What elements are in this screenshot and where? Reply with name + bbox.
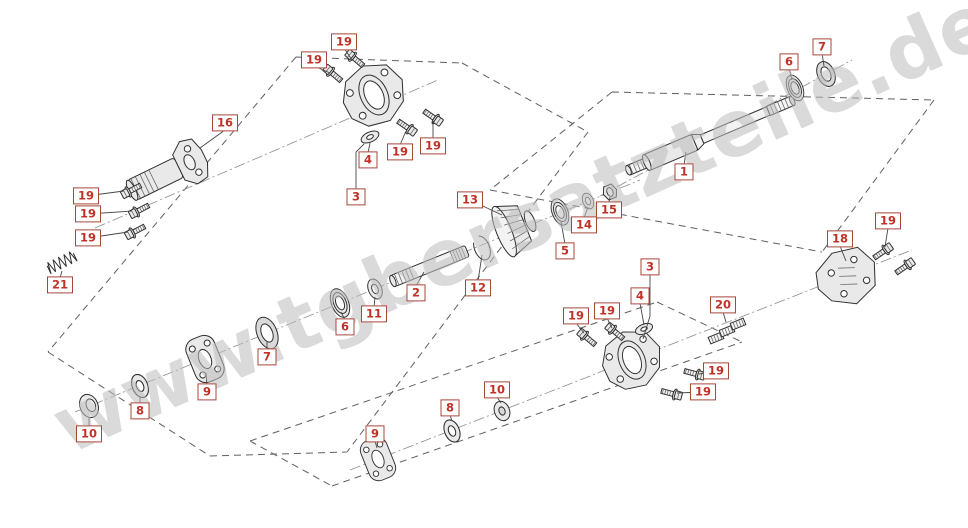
- part-label-3-25: 3: [640, 258, 660, 276]
- part-21-spring: [46, 251, 78, 275]
- part-label-7-22: 7: [257, 348, 277, 366]
- part-label-15-14: 15: [595, 201, 623, 219]
- part-label-6-3: 6: [779, 53, 799, 71]
- part-label-19-28: 19: [562, 307, 590, 325]
- part-label-18-24: 18: [826, 230, 854, 248]
- part-label-6-21: 6: [335, 318, 355, 336]
- part-label-7-2: 7: [812, 38, 832, 56]
- assembly-boundaries: [47, 56, 935, 487]
- part-10-washer: [79, 393, 99, 419]
- part-label-8-31: 8: [130, 402, 150, 420]
- part-label-10-32: 10: [75, 425, 103, 443]
- part-label-16-4: 16: [211, 114, 239, 132]
- part-label-2-18: 2: [406, 284, 426, 302]
- part-label-9-30: 9: [197, 383, 217, 401]
- part-label-21-17: 21: [46, 276, 74, 294]
- part-1-drive-shaft: [624, 95, 796, 176]
- part-label-12-19: 12: [464, 279, 492, 297]
- part-7-seal: [255, 316, 279, 350]
- part-10-washer-lower: [493, 400, 511, 422]
- part-12-circlip: [473, 235, 491, 261]
- part-7-seal-right: [816, 61, 836, 87]
- part-18-cover: [815, 246, 876, 305]
- part-label-3-8: 3: [346, 188, 366, 206]
- part-label-4-26: 4: [630, 287, 650, 305]
- part-label-19-9: 19: [72, 187, 100, 205]
- part-label-10-35: 10: [483, 381, 511, 399]
- part-label-9-37: 9: [365, 425, 385, 443]
- part-label-19-29: 19: [593, 302, 621, 320]
- part-13-bevel-gear: [491, 205, 537, 258]
- part-label-14-15: 14: [570, 216, 598, 234]
- part-label-19-23: 19: [874, 212, 902, 230]
- part-label-1-12: 1: [674, 163, 694, 181]
- part-label-5-16: 5: [555, 242, 575, 260]
- part-label-19-0: 19: [300, 51, 328, 69]
- part-label-19-1: 19: [330, 33, 358, 51]
- part-label-19-6: 19: [419, 137, 447, 155]
- part-4-lock-washer-top: [360, 130, 380, 144]
- part-label-19-5: 19: [386, 143, 414, 161]
- part-label-19-34: 19: [689, 383, 717, 401]
- part-label-13-13: 13: [456, 191, 484, 209]
- part-label-4-7: 4: [358, 151, 378, 169]
- part-label-20-27: 20: [709, 296, 737, 314]
- part-label-19-10: 19: [74, 205, 102, 223]
- part-label-19-11: 19: [74, 229, 102, 247]
- part-label-11-20: 11: [360, 305, 388, 323]
- part-2-input-shaft: [389, 245, 470, 288]
- part-label-19-33: 19: [702, 362, 730, 380]
- part-15-nut: [603, 183, 617, 201]
- part-label-8-36: 8: [440, 399, 460, 417]
